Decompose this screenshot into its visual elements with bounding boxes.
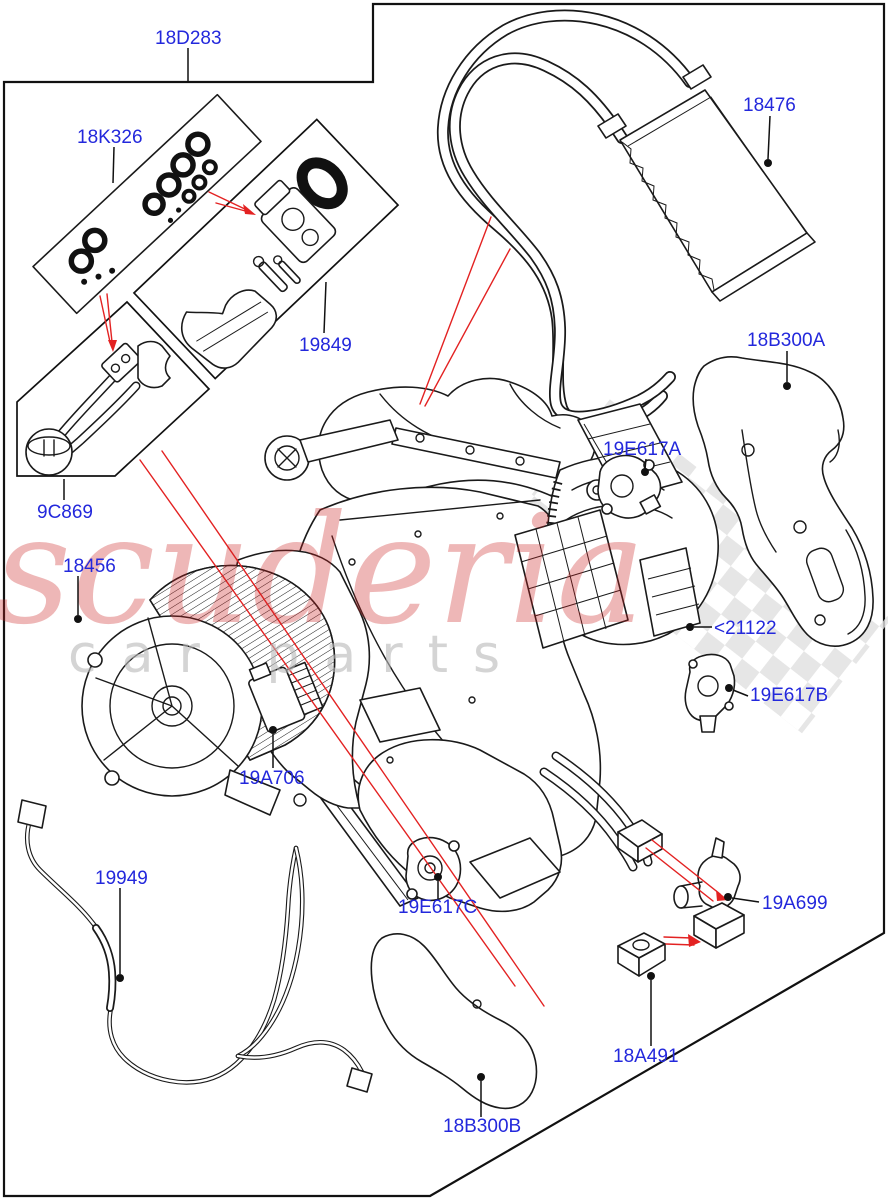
part-label-19A706[interactable]: 19A706 bbox=[239, 768, 305, 789]
part-label-18B300A[interactable]: 18B300A bbox=[747, 330, 826, 351]
part-label-18A491[interactable]: 18A491 bbox=[613, 1046, 679, 1067]
part-label-21122[interactable]: <21122 bbox=[714, 618, 777, 639]
drain-box bbox=[617, 819, 663, 863]
blower-resistor bbox=[248, 661, 324, 733]
part-label-9C869[interactable]: 9C869 bbox=[37, 502, 93, 523]
foam-mount bbox=[617, 932, 666, 977]
actuator-c bbox=[405, 836, 462, 902]
aspirator bbox=[673, 837, 745, 949]
part-label-19E617A[interactable]: 19E617A bbox=[603, 439, 682, 460]
part-label-19A699[interactable]: 19A699 bbox=[762, 893, 828, 914]
valve-kit-box bbox=[132, 118, 400, 380]
part-label-18476[interactable]: 18476 bbox=[743, 95, 796, 116]
leader-lines bbox=[63, 48, 791, 1117]
part-label-18K326[interactable]: 18K326 bbox=[77, 127, 143, 148]
water-pipes-box bbox=[16, 300, 211, 477]
actuator-b bbox=[684, 653, 736, 733]
mounting-cover-upper bbox=[692, 356, 874, 647]
red-install-arrows bbox=[99, 191, 728, 1007]
part-label-18B300B[interactable]: 18B300B bbox=[443, 1116, 521, 1137]
part-label-19E617B[interactable]: 19E617B bbox=[750, 685, 828, 706]
part-label-19849[interactable]: 19849 bbox=[299, 335, 352, 356]
watermark-brand: scuderia bbox=[0, 484, 646, 658]
part-label-18456[interactable]: 18456 bbox=[63, 556, 116, 577]
wiring-harness bbox=[17, 799, 373, 1093]
watermark-tagline: car parts bbox=[68, 625, 525, 685]
part-label-19949[interactable]: 19949 bbox=[95, 868, 148, 889]
seal-kit-plate bbox=[32, 93, 262, 315]
part-label-18D283[interactable]: 18D283 bbox=[155, 28, 222, 49]
part-label-19E617C[interactable]: 19E617C bbox=[398, 897, 477, 918]
mounting-cover-lower bbox=[370, 933, 538, 1110]
